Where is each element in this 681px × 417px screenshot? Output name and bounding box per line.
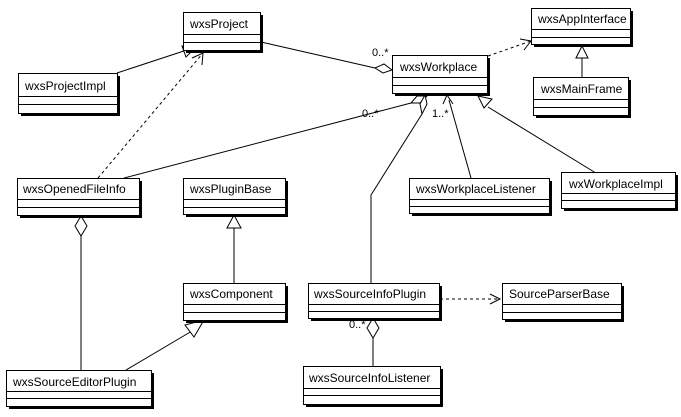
association-sourceinfo-workplace <box>370 113 423 283</box>
class-wxsProjectImpl[interactable]: wxsProjectImpl <box>18 73 121 117</box>
multiplicity-listener-workplace: 1..* <box>432 108 449 120</box>
generalization-projectimpl-project <box>116 46 197 74</box>
class-name: wxsSourceEditorPlugin <box>12 375 136 389</box>
class-wxsComponent[interactable]: wxsComponent <box>183 283 289 324</box>
class-name: wxsWorkplaceListener <box>415 182 536 196</box>
generalization-workplaceimpl-workplace <box>487 106 605 179</box>
class-name: wxsProject <box>189 17 249 31</box>
class-wxsAppInterface[interactable]: wxsAppInterface <box>531 8 634 48</box>
class-wxsSourceInfoPlugin[interactable]: wxsSourceInfoPlugin <box>308 283 443 322</box>
class-name: wxWorkplaceImpl <box>568 177 663 191</box>
dependency-arrowhead <box>489 293 502 305</box>
class-name: wxsOpenedFileInfo <box>22 182 126 196</box>
class-name: SourceParserBase <box>509 287 610 301</box>
class-wxsWorkplaceListener[interactable]: wxsWorkplaceListener <box>409 178 553 217</box>
class-wxsPluginBase[interactable]: wxsPluginBase <box>183 178 289 218</box>
multiplicity-labels: 0..* 0..* 1..* 0..* <box>349 47 449 331</box>
aggregation-diamond <box>366 317 380 339</box>
class-name: wxsProjectImpl <box>24 79 106 93</box>
class-wxsWorkplace[interactable]: wxsWorkplace <box>392 55 491 97</box>
dependency-arrowhead <box>191 52 204 66</box>
generalization-sourceeditor-component <box>125 330 193 371</box>
multiplicity-listener-sourceinfo: 0..* <box>349 319 366 331</box>
class-name: wxsComponent <box>189 287 273 301</box>
class-name: wxsSourceInfoListener <box>308 371 430 385</box>
association-openedfile-workplace <box>123 102 412 179</box>
class-name: wxsWorkplace <box>399 60 477 74</box>
class-wxsSourceInfoListener[interactable]: wxsSourceInfoListener <box>303 366 444 408</box>
dependency-workplace-appinterface <box>487 40 532 57</box>
class-wxsProject[interactable]: wxsProject <box>183 12 264 54</box>
aggregation-diamond <box>419 93 428 116</box>
multiplicity-openedfile-workplace: 0..* <box>362 108 379 120</box>
association-listener-workplace <box>448 99 472 179</box>
aggregation-diamond <box>373 63 394 74</box>
inheritance-arrowhead <box>226 213 242 229</box>
aggregation-diamond <box>74 215 88 237</box>
class-wxsOpenedFileInfo[interactable]: wxsOpenedFileInfo <box>17 178 143 219</box>
class-name: wxsSourceInfoPlugin <box>313 287 426 301</box>
class-wxsMainFrame[interactable]: wxsMainFrame <box>533 77 632 119</box>
class-wxWorkplaceImpl[interactable]: wxWorkplaceImpl <box>561 172 679 212</box>
class-wxsSourceEditorPlugin[interactable]: wxsSourceEditorPlugin <box>6 370 155 410</box>
multiplicity-project-workplace: 0..* <box>372 47 389 59</box>
class-name: wxsPluginBase <box>189 182 272 196</box>
association-project-workplace <box>260 41 376 69</box>
class-name: wxsMainFrame <box>540 82 623 96</box>
connectors <box>74 38 605 371</box>
inheritance-arrowhead <box>477 95 493 109</box>
open-arrowhead <box>442 93 454 105</box>
dependency-arrowhead <box>519 38 532 51</box>
class-name: wxsAppInterface <box>537 12 627 26</box>
class-SourceParserBase[interactable]: SourceParserBase <box>502 283 625 323</box>
inheritance-arrowhead <box>575 44 589 59</box>
